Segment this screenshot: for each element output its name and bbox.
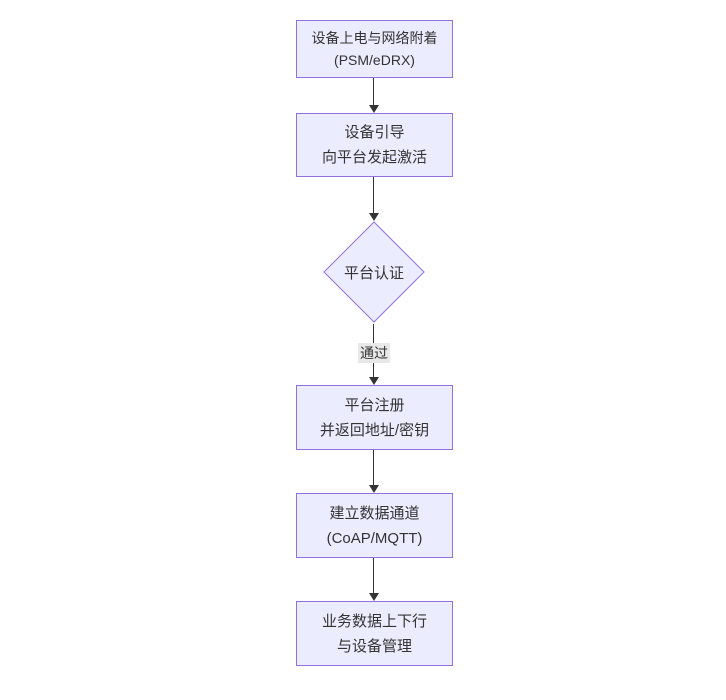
node-label-line: 业务数据上下行 — [321, 612, 427, 630]
edge-line — [373, 78, 374, 106]
decision-platform-auth: 平台认证 — [322, 220, 426, 324]
node-business: 业务数据上下行 与设备管理 — [296, 601, 453, 666]
node-label-line: 并返回地址/密钥 — [319, 421, 430, 439]
arrowhead-down-icon — [369, 377, 379, 385]
edge-label-pass: 通过 — [358, 343, 390, 363]
node-register: 平台注册 并返回地址/密钥 — [296, 385, 453, 450]
arrowhead-down-icon — [369, 213, 379, 221]
node-label-line: 向平台发起激活 — [321, 149, 427, 166]
decision-label: 平台认证 — [343, 264, 404, 282]
node-label-line: 设备上电与网络附着 — [311, 30, 438, 46]
arrowhead-down-icon — [369, 593, 379, 601]
diamond-shape — [323, 221, 425, 323]
arrowhead-down-icon — [369, 485, 379, 493]
node-data-channel: 建立数据通道 (CoAP/MQTT) — [296, 493, 453, 558]
edge-line — [373, 558, 374, 594]
edge-line — [373, 450, 374, 486]
arrowhead-down-icon — [369, 105, 379, 113]
node-label-line: 平台注册 — [344, 396, 405, 414]
node-label-line: 与设备管理 — [336, 637, 412, 655]
edge-line — [373, 177, 374, 214]
node-label-line: (CoAP/MQTT) — [326, 529, 423, 547]
node-label-line: (PSM/eDRX) — [334, 52, 415, 68]
node-power-attach: 设备上电与网络附着 (PSM/eDRX) — [296, 20, 453, 78]
node-label-line: 设备引导 — [344, 124, 405, 141]
node-label-line: 建立数据通道 — [329, 504, 420, 522]
node-bootstrap: 设备引导 向平台发起激活 — [296, 113, 453, 177]
